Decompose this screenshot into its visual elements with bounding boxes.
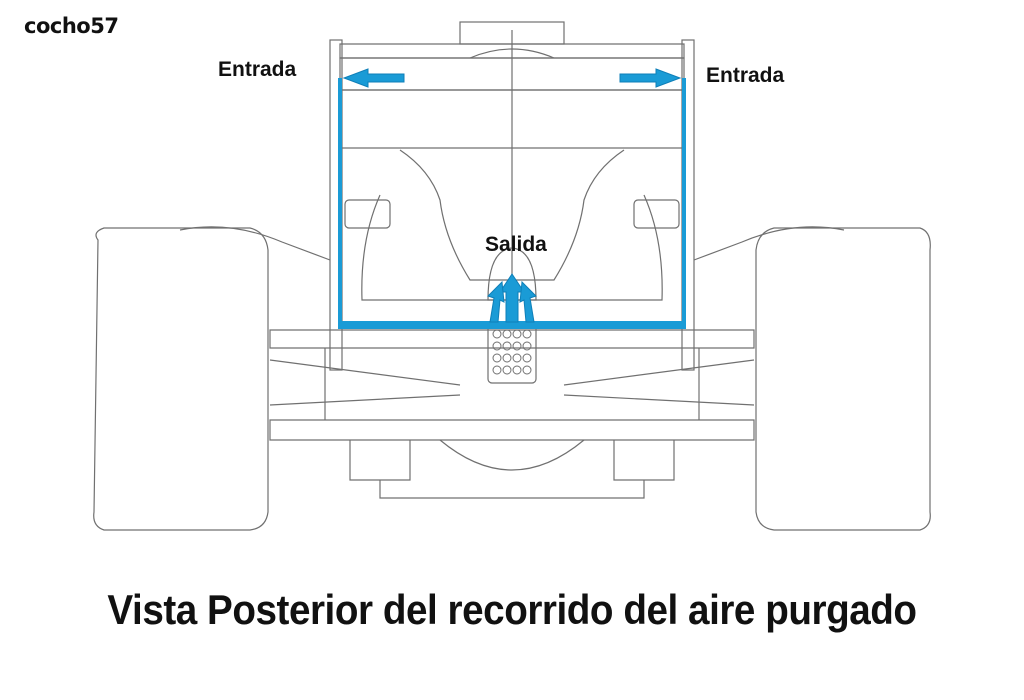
left-suspension [269, 359, 461, 406]
inlet-left-arrow [342, 68, 405, 88]
inlet-right-label: Entrada [706, 64, 785, 87]
inlet-left-label: Entrada [218, 58, 297, 81]
left-shoulder [179, 226, 331, 261]
right-shoulder [693, 226, 845, 261]
left-cooling-outlet [344, 199, 391, 229]
diffuser-lower [379, 480, 645, 499]
outlet-left-arrow [487, 280, 505, 323]
exhaust-outlet [487, 247, 537, 301]
car-outline [93, 21, 931, 531]
inlet-right-arrow [619, 68, 682, 88]
right-cooling-outlet [633, 199, 680, 229]
right-suspension [563, 359, 755, 406]
lower-body [269, 329, 755, 349]
diffuser-strakes [349, 440, 675, 481]
diffuser-center [439, 439, 585, 471]
diffuser-upper [269, 419, 755, 441]
rain-light-leds [492, 329, 532, 375]
airflow-path [338, 68, 686, 329]
diagram-caption: Vista Posterior del recorrido del aire p… [107, 586, 917, 633]
outlet-label: Salida [485, 233, 547, 256]
outlet-center-arrow [499, 273, 525, 323]
outlet-right-arrow [519, 280, 537, 323]
right-tire [755, 227, 931, 531]
left-tire [93, 227, 269, 531]
author-signature: cocho57 [24, 14, 119, 38]
